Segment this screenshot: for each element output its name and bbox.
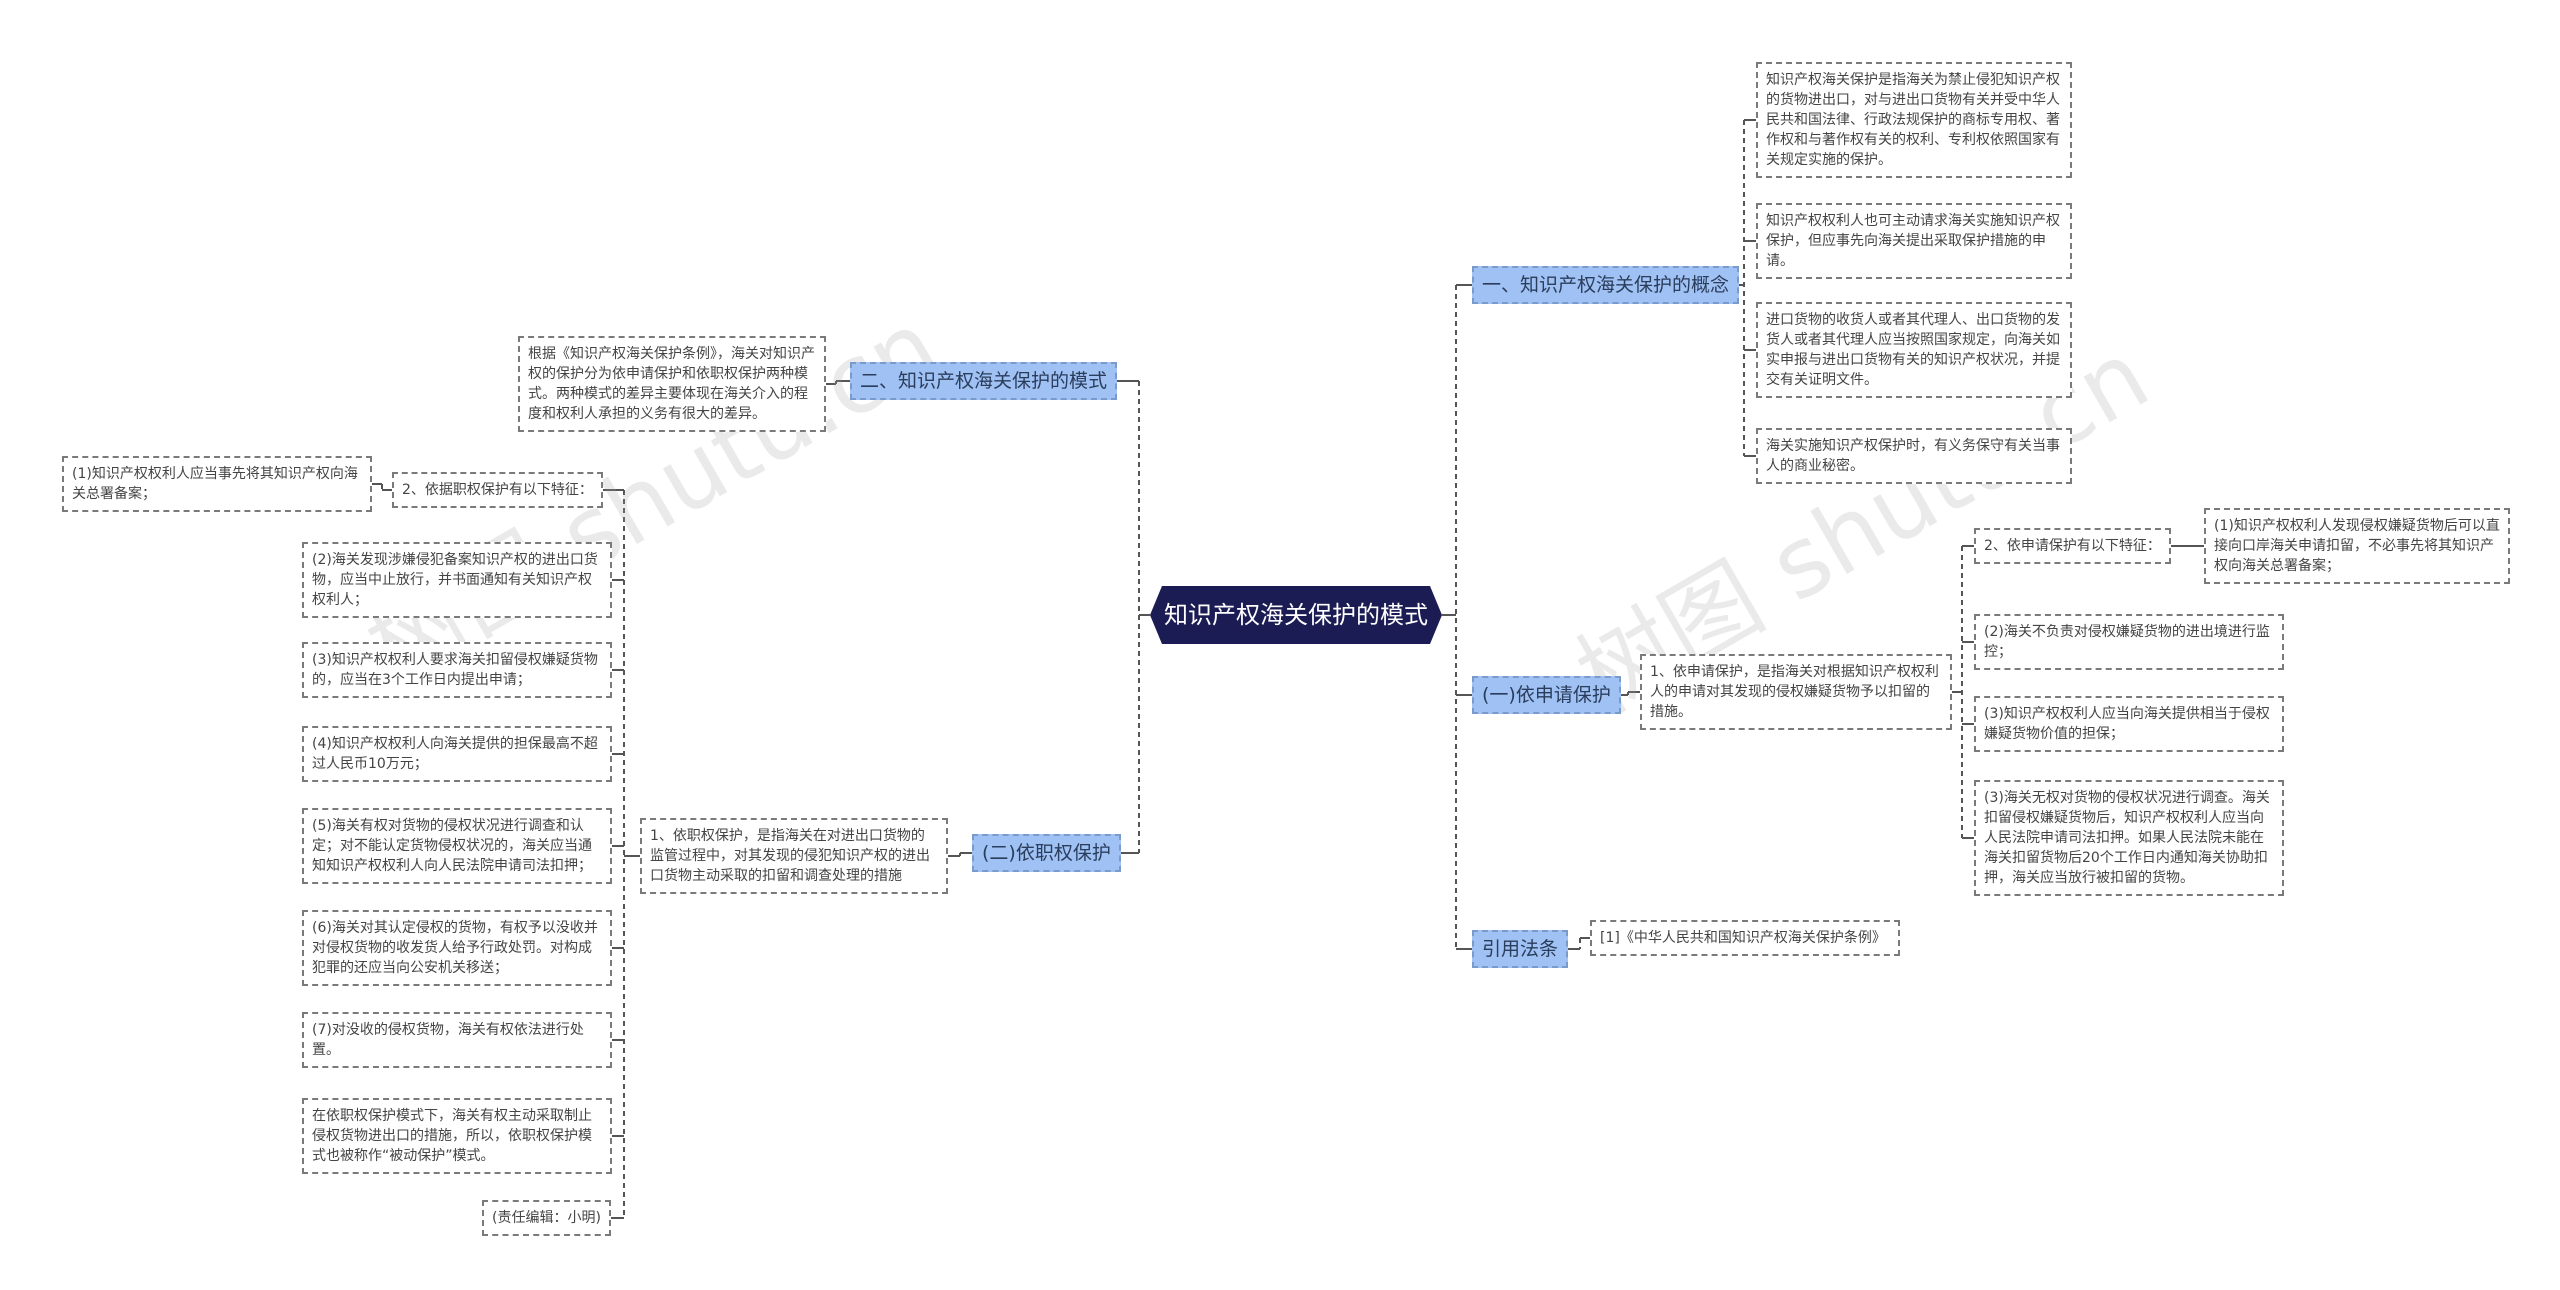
apply-feature-text: (3)知识产权权利人应当向海关提供相当于侵权嫌疑货物价值的担保； — [1984, 706, 2270, 742]
branch-official-label: (二)依职权保护 — [982, 842, 1111, 864]
cited-law-item[interactable]: [1]《中华人民共和国知识产权海关保护条例》 — [1590, 920, 1900, 956]
official-feature-text: (4)知识产权权利人向海关提供的担保最高不超过人民币10万元； — [312, 736, 598, 772]
official-features[interactable]: 2、依据职权保护有以下特征： — [392, 472, 603, 508]
official-definition-text: 1、依职权保护，是指海关在对进出口货物的监管过程中，对其发现的侵犯知识产权的进出… — [650, 828, 930, 884]
branch-cited-laws[interactable]: 引用法条 — [1472, 930, 1569, 968]
modes-note-text: 根据《知识产权海关保护条例》，海关对知识产权的保护分为依申请保护和依职权保护两种… — [528, 346, 815, 422]
apply-feature-4[interactable]: (3)海关无权对货物的侵权状况进行调查。海关扣留侵权嫌疑货物后，知识产权权利人应… — [1974, 780, 2284, 896]
concept-note-declaration[interactable]: 进口货物的收货人或者其代理人、出口货物的发货人或者其代理人应当按照国家规定，向海… — [1756, 302, 2072, 398]
concept-note-text: 知识产权权利人也可主动请求海关实施知识产权保护，但应事先向海关提出采取保护措施的… — [1766, 213, 2060, 269]
branch-laws-label: 引用法条 — [1482, 938, 1559, 960]
official-feature-text: (6)海关对其认定侵权的货物，有权予以没收并对侵权货物的收发货人给予行政处罚。对… — [312, 920, 598, 976]
editor-credit-text: (责任编辑：小明) — [492, 1210, 601, 1226]
official-feature-2[interactable]: (2)海关发现涉嫌侵犯备案知识产权的进出口货物，应当中止放行，并书面通知有关知识… — [302, 542, 612, 618]
official-feature-text: (5)海关有权对货物的侵权状况进行调查和认定；对不能认定货物侵权状况的，海关应当… — [312, 818, 592, 874]
concept-note-secrecy[interactable]: 海关实施知识产权保护时，有义务保守有关当事人的商业秘密。 — [1756, 428, 2072, 484]
branch-concept-label: 一、知识产权海关保护的概念 — [1482, 274, 1730, 296]
cited-law-text: [1]《中华人民共和国知识产权海关保护条例》 — [1600, 930, 1886, 946]
official-feature-text: (3)知识产权权利人要求海关扣留侵权嫌疑货物的，应当在3个工作日内提出申请； — [312, 652, 598, 688]
official-passive-note[interactable]: 在依职权保护模式下，海关有权主动采取制止侵权货物进出口的措施，所以，依职权保护模… — [302, 1098, 612, 1174]
concept-note-request[interactable]: 知识产权权利人也可主动请求海关实施知识产权保护，但应事先向海关提出采取保护措施的… — [1756, 203, 2072, 279]
apply-definition-text: 1、依申请保护，是指海关对根据知识产权权利人的申请对其发现的侵权嫌疑货物予以扣留… — [1650, 664, 1939, 720]
concept-note-definition[interactable]: 知识产权海关保护是指海关为禁止侵犯知识产权的货物进出口，对与进出口货物有关并受中… — [1756, 62, 2072, 178]
official-feature-1[interactable]: (1)知识产权权利人应当事先将其知识产权向海关总署备案； — [62, 456, 372, 512]
apply-feature-3[interactable]: (3)知识产权权利人应当向海关提供相当于侵权嫌疑货物价值的担保； — [1974, 696, 2284, 752]
apply-features[interactable]: 2、依申请保护有以下特征： — [1974, 528, 2171, 564]
official-feature-6[interactable]: (6)海关对其认定侵权的货物，有权予以没收并对侵权货物的收发货人给予行政处罚。对… — [302, 910, 612, 986]
official-feature-text: (2)海关发现涉嫌侵犯备案知识产权的进出口货物，应当中止放行，并书面通知有关知识… — [312, 552, 598, 608]
official-feature-text: (1)知识产权权利人应当事先将其知识产权向海关总署备案； — [72, 466, 358, 502]
apply-feature-text: (1)知识产权权利人发现侵权嫌疑货物后可以直接向口岸海关申请扣留，不必事先将其知… — [2214, 518, 2500, 574]
apply-feature-text: (2)海关不负责对侵权嫌疑货物的进出境进行监控； — [1984, 624, 2270, 660]
modes-note[interactable]: 根据《知识产权海关保护条例》，海关对知识产权的保护分为依申请保护和依职权保护两种… — [518, 336, 826, 432]
concept-note-text: 海关实施知识产权保护时，有义务保守有关当事人的商业秘密。 — [1766, 438, 2060, 474]
root-topic-label: 知识产权海关保护的模式 — [1164, 601, 1428, 629]
concept-note-text: 知识产权海关保护是指海关为禁止侵犯知识产权的货物进出口，对与进出口货物有关并受中… — [1766, 72, 2060, 168]
editor-credit[interactable]: (责任编辑：小明) — [482, 1200, 611, 1236]
branch-apply-protection[interactable]: (一)依申请保护 — [1472, 676, 1621, 714]
official-features-text: 2、依据职权保护有以下特征： — [402, 482, 593, 498]
apply-feature-1[interactable]: (1)知识产权权利人发现侵权嫌疑货物后可以直接向口岸海关申请扣留，不必事先将其知… — [2204, 508, 2510, 584]
branch-protection-modes[interactable]: 二、知识产权海关保护的模式 — [850, 362, 1118, 400]
apply-feature-2[interactable]: (2)海关不负责对侵权嫌疑货物的进出境进行监控； — [1974, 614, 2284, 670]
apply-feature-text: (3)海关无权对货物的侵权状况进行调查。海关扣留侵权嫌疑货物后，知识产权权利人应… — [1984, 790, 2270, 886]
apply-features-text: 2、依申请保护有以下特征： — [1984, 538, 2161, 554]
branch-modes-label: 二、知识产权海关保护的模式 — [860, 370, 1108, 392]
official-feature-7[interactable]: (7)对没收的侵权货物，海关有权依法进行处置。 — [302, 1012, 612, 1068]
official-feature-text: (7)对没收的侵权货物，海关有权依法进行处置。 — [312, 1022, 584, 1058]
branch-official-protection[interactable]: (二)依职权保护 — [972, 834, 1121, 872]
official-feature-4[interactable]: (4)知识产权权利人向海关提供的担保最高不超过人民币10万元； — [302, 726, 612, 782]
official-feature-3[interactable]: (3)知识产权权利人要求海关扣留侵权嫌疑货物的，应当在3个工作日内提出申请； — [302, 642, 612, 698]
official-feature-5[interactable]: (5)海关有权对货物的侵权状况进行调查和认定；对不能认定货物侵权状况的，海关应当… — [302, 808, 612, 884]
branch-concept[interactable]: 一、知识产权海关保护的概念 — [1472, 266, 1740, 304]
concept-note-text: 进口货物的收货人或者其代理人、出口货物的发货人或者其代理人应当按照国家规定，向海… — [1766, 312, 2060, 388]
official-passive-text: 在依职权保护模式下，海关有权主动采取制止侵权货物进出口的措施，所以，依职权保护模… — [312, 1108, 592, 1164]
branch-apply-label: (一)依申请保护 — [1482, 684, 1611, 706]
official-definition[interactable]: 1、依职权保护，是指海关在对进出口货物的监管过程中，对其发现的侵犯知识产权的进出… — [640, 818, 948, 894]
root-topic[interactable]: 知识产权海关保护的模式 — [1150, 586, 1442, 644]
apply-definition[interactable]: 1、依申请保护，是指海关对根据知识产权权利人的申请对其发现的侵权嫌疑货物予以扣留… — [1640, 654, 1952, 730]
